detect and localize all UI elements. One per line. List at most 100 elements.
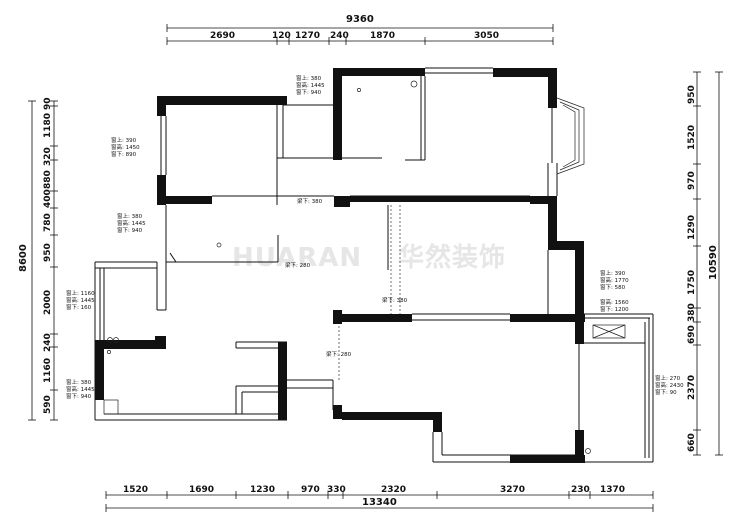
window-annotation: 窗上: 270 窗高: 2430 窗下: 90 bbox=[655, 374, 684, 396]
left-dim-segment: 880 bbox=[43, 170, 53, 189]
wall-segment bbox=[350, 196, 530, 202]
left-dim-segment: 590 bbox=[43, 395, 53, 414]
annotation-line: 窗高: 2430 bbox=[655, 381, 684, 389]
left-dim-segment: 1180 bbox=[43, 113, 53, 138]
top-total-dim: 9360 bbox=[346, 14, 374, 25]
wall-segment bbox=[95, 340, 104, 400]
bottom-dim-segment: 230 bbox=[571, 485, 590, 495]
wall-segment bbox=[334, 196, 350, 207]
wall-segment bbox=[333, 68, 342, 160]
top-dim-segment: 3050 bbox=[474, 31, 499, 41]
wall-segment bbox=[155, 336, 166, 349]
watermark-latin: HUARAN bbox=[232, 243, 362, 273]
left-dimensions: 8600 90 1180 320 880 400 780 950 2000 24… bbox=[18, 97, 58, 421]
bottom-dim-segment: 970 bbox=[301, 485, 320, 495]
wall-segment bbox=[575, 320, 584, 344]
annotation-line: 窗上: 380 bbox=[66, 378, 92, 386]
right-dim-segment: 380 bbox=[687, 303, 697, 322]
annotation-line: 窗高: 1445 bbox=[66, 296, 95, 304]
annotation-line: 窗上: 380 bbox=[296, 74, 322, 82]
left-dim-segment: 90 bbox=[43, 97, 53, 110]
right-dim-segment: 970 bbox=[687, 171, 697, 190]
right-dim-segment: 950 bbox=[687, 85, 697, 104]
wall-segment bbox=[548, 241, 584, 250]
annotation-line: 窗高: 1445 bbox=[66, 385, 95, 393]
beam-labels: 梁下: 380 梁下: 280 梁下: 380 梁下: 280 bbox=[285, 197, 408, 358]
right-dim-segment: 1290 bbox=[687, 215, 697, 240]
top-dim-segment: 240 bbox=[330, 31, 349, 41]
right-dim-segment: 2370 bbox=[687, 375, 697, 400]
wall-segment bbox=[333, 68, 425, 76]
window-annotation: 窗上: 380 窗高: 1445 窗下: 940 bbox=[66, 378, 95, 400]
left-dim-segment: 950 bbox=[43, 243, 53, 262]
fixture-circle bbox=[216, 242, 222, 248]
bottom-dimensions: 1520 1690 1230 970 330 2320 3270 230 137… bbox=[105, 485, 654, 512]
fixture-circle bbox=[113, 337, 119, 343]
wall-segment bbox=[333, 310, 342, 324]
bay-window bbox=[556, 97, 585, 175]
right-dim-segment: 660 bbox=[687, 433, 697, 452]
bay-window bbox=[559, 101, 580, 171]
annotation-line: 窗高: 1560 bbox=[600, 298, 629, 306]
fixture-circle bbox=[107, 350, 111, 354]
top-dim-segment: 1270 bbox=[295, 31, 320, 41]
wall-segment bbox=[510, 314, 585, 322]
left-total-dim: 8600 bbox=[18, 244, 29, 272]
window-annotation: 窗上: 1160 窗高: 1445 窗下: 160 bbox=[66, 289, 95, 311]
fixture-circle bbox=[410, 80, 418, 88]
wall-segment bbox=[166, 196, 212, 204]
annotation-line: 窗下: 580 bbox=[600, 283, 626, 291]
left-dim-segment: 400 bbox=[43, 189, 53, 208]
annotation-line: 窗下: 1200 bbox=[600, 305, 629, 313]
wall-segment bbox=[433, 412, 442, 432]
left-dim-segment: 2000 bbox=[43, 290, 53, 315]
annotation-line: 窗下: 940 bbox=[117, 226, 143, 234]
annotation-line: 窗下: 160 bbox=[66, 303, 92, 311]
right-dim-segment: 1750 bbox=[687, 270, 697, 295]
left-dim-segment: 240 bbox=[43, 333, 53, 352]
watermark: HUARAN 华然装饰 bbox=[232, 242, 506, 273]
annotation-line: 窗上: 390 bbox=[111, 136, 137, 144]
annotation-line: 窗下: 940 bbox=[296, 88, 322, 96]
wall-segment bbox=[278, 342, 287, 420]
window-annotations: 窗上: 380 窗高: 1445 窗下: 940 窗上: 390 窗高: 145… bbox=[66, 74, 684, 400]
top-dim-segment: 2690 bbox=[210, 31, 235, 41]
window-annotation: 窗上: 390 窗高: 1450 窗下: 890 bbox=[111, 136, 140, 158]
door-swing bbox=[169, 252, 177, 263]
top-dimensions: 9360 2690 120 1270 240 1870 3050 bbox=[166, 14, 554, 45]
left-dim-segment: 320 bbox=[43, 147, 53, 166]
fixture-box bbox=[103, 399, 119, 415]
watermark-cn: 华然装饰 bbox=[398, 242, 506, 273]
washer-box bbox=[592, 324, 626, 339]
wall-segment bbox=[510, 455, 585, 463]
wall-segment bbox=[493, 68, 557, 77]
wall-segment bbox=[530, 196, 557, 204]
bottom-dim-segment: 1690 bbox=[189, 485, 214, 495]
washer-cross bbox=[592, 324, 626, 339]
fixture-circle bbox=[585, 448, 591, 454]
annotation-line: 窗上: 380 bbox=[117, 212, 143, 220]
annotation-line: 窗下: 90 bbox=[655, 388, 677, 396]
right-dim-segment: 690 bbox=[687, 325, 697, 344]
bay-window bbox=[562, 104, 576, 168]
annotation-line: 窗高: 1450 bbox=[111, 143, 140, 151]
window-annotation: 窗上: 380 窗高: 1445 窗下: 940 bbox=[296, 74, 325, 96]
bottom-total-dim: 13340 bbox=[362, 497, 397, 508]
wall-segment bbox=[548, 68, 557, 108]
bottom-dim-segment: 1520 bbox=[123, 485, 148, 495]
top-dim-segment: 1870 bbox=[370, 31, 395, 41]
wall-segment bbox=[342, 412, 442, 420]
walls bbox=[94, 67, 654, 463]
beam-label: 梁下: 280 bbox=[285, 261, 311, 269]
window-annotation: 窗高: 1560 窗下: 1200 bbox=[600, 298, 629, 313]
annotation-line: 窗下: 940 bbox=[66, 392, 92, 400]
annotation-line: 窗下: 890 bbox=[111, 150, 137, 158]
beam-label: 梁下: 380 bbox=[382, 296, 408, 304]
bottom-dim-segment: 1230 bbox=[250, 485, 275, 495]
fixture-circle bbox=[357, 88, 361, 92]
right-dimensions: 950 1520 970 1290 1750 380 690 2370 660 … bbox=[687, 71, 723, 456]
right-dim-segment: 1520 bbox=[687, 125, 697, 150]
bottom-dim-segment: 3270 bbox=[500, 485, 525, 495]
annotation-line: 窗高: 1445 bbox=[296, 81, 325, 89]
beam-label: 梁下: 380 bbox=[297, 197, 323, 205]
